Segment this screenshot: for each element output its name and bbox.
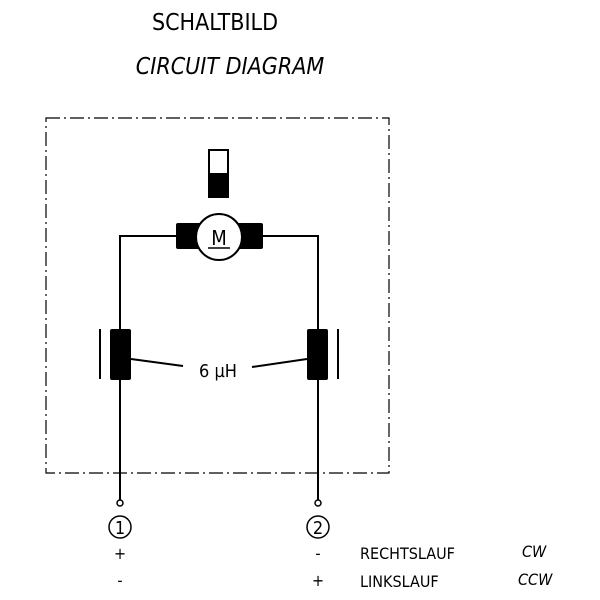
inductor-left: [99, 329, 131, 380]
switch-icon: [208, 149, 229, 198]
legend-ccw-en: CCW: [518, 570, 553, 589]
legend-cw-en: CW: [522, 542, 547, 561]
terminal-1: 1 + -: [108, 499, 132, 590]
cw-polarity: -: [315, 544, 320, 563]
ccw-polarity: +: [312, 571, 324, 590]
motor-icon: [195, 213, 243, 261]
legend-cw-de: RECHTSLAUF: [360, 544, 455, 563]
motor-label: M: [211, 226, 227, 250]
terminal-number: 1: [115, 518, 125, 539]
title-english: CIRCUIT DIAGRAM: [136, 54, 325, 80]
rotation-legend: RECHTSLAUF CW LINKSLAUF CCW: [360, 542, 553, 591]
inductor-right: [307, 329, 339, 380]
ccw-polarity: -: [117, 571, 122, 590]
wires: [119, 235, 319, 500]
enclosure-boundary: [45, 117, 390, 474]
terminal-2: 2 - +: [306, 499, 330, 590]
terminal-number: 2: [313, 518, 323, 539]
motor: M: [176, 213, 263, 261]
cw-polarity: +: [114, 544, 126, 563]
legend-ccw-de: LINKSLAUF: [360, 572, 439, 591]
title-german: SCHALTBILD: [152, 10, 278, 36]
inductor-label: 6 µH: [199, 361, 237, 382]
